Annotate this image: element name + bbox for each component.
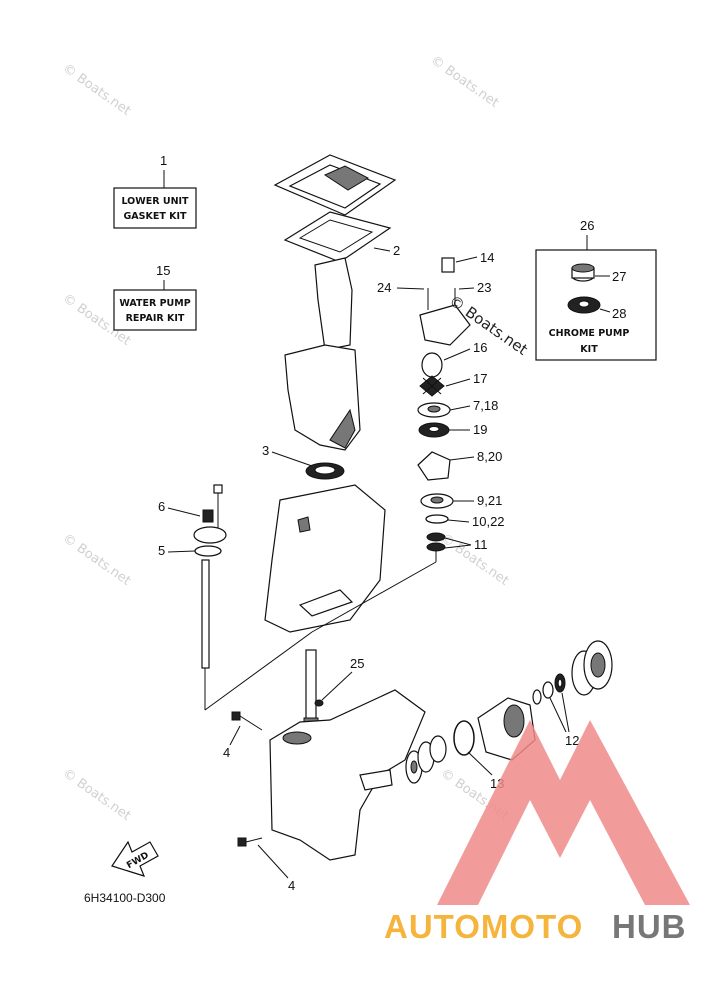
kit-label: KIT <box>580 344 598 355</box>
kit-label: CHROME PUMP <box>549 328 630 339</box>
fwd-arrow-icon: FWD <box>111 840 159 877</box>
bolts-4: 4 4 <box>223 711 295 893</box>
callout-27: 27 <box>612 269 626 284</box>
brand-logo-icon <box>437 720 690 905</box>
callout-11: 11 <box>474 537 488 552</box>
callout-5: 5 <box>158 543 165 558</box>
water-pump-parts-stack: 14 24 23 16 17 7,18 19 8,20 9,21 10 <box>377 250 505 552</box>
callout-17: 17 <box>473 371 487 386</box>
callout-3: 3 <box>262 443 269 458</box>
watermark: © Boats.net <box>60 766 134 824</box>
callout-25: 25 <box>350 656 364 671</box>
callout-10-22: 10,22 <box>472 514 505 529</box>
kit-label: GASKET KIT <box>123 211 187 222</box>
automotohub-logo: AUTOMOTO HUB <box>384 720 690 945</box>
chrome-pump-kit: 26 27 28 CHROME PUMP KIT <box>535 218 657 361</box>
upper-gasket-plate: 2 <box>273 154 400 263</box>
callout-15: 15 <box>156 263 170 278</box>
callout-7-18: 7,18 <box>473 398 498 413</box>
brand-part2: HUB <box>612 908 687 945</box>
shift-rod-assembly: 6 5 <box>158 484 437 711</box>
callout-8-20: 8,20 <box>477 449 502 464</box>
upper-casing <box>264 484 386 633</box>
callout-12: 12 <box>565 733 579 748</box>
drive-shaft-housing <box>284 257 361 451</box>
callout-28: 28 <box>612 306 626 321</box>
kit-label: REPAIR KIT <box>126 313 185 324</box>
water-pump-repair-kit: 15 WATER PUMP REPAIR KIT <box>113 263 197 331</box>
callout-23: 23 <box>477 280 491 295</box>
seal-3: 3 <box>262 443 345 480</box>
watermark-layer: © Boats.net © Boats.net © Boats.net © Bo… <box>60 53 512 824</box>
callout-2: 2 <box>393 243 400 258</box>
watermark: © Boats.net <box>60 61 134 119</box>
watermark: © Boats.net <box>60 531 134 589</box>
kit-label: LOWER UNIT <box>121 196 189 207</box>
kit-label: WATER PUMP <box>119 298 190 309</box>
callout-4: 4 <box>288 878 295 893</box>
diagram-code: 6H34100-D300 <box>84 891 166 905</box>
callout-14: 14 <box>480 250 494 265</box>
callout-24: 24 <box>377 280 391 295</box>
watermark: © Boats.net <box>428 53 502 111</box>
callout-19: 19 <box>473 422 487 437</box>
lower-casing: 25 <box>269 649 426 861</box>
brand-part1: AUTOMOTO <box>384 908 583 945</box>
callout-1: 1 <box>160 153 167 168</box>
lower-unit-gasket-kit: 1 LOWER UNIT GASKET KIT <box>113 153 197 229</box>
callout-26: 26 <box>580 218 594 233</box>
callout-4: 4 <box>223 745 230 760</box>
callout-6: 6 <box>158 499 165 514</box>
callout-16: 16 <box>473 340 487 355</box>
callout-9-21: 9,21 <box>477 493 502 508</box>
propeller-shaft-parts: 12 13 <box>405 640 613 791</box>
